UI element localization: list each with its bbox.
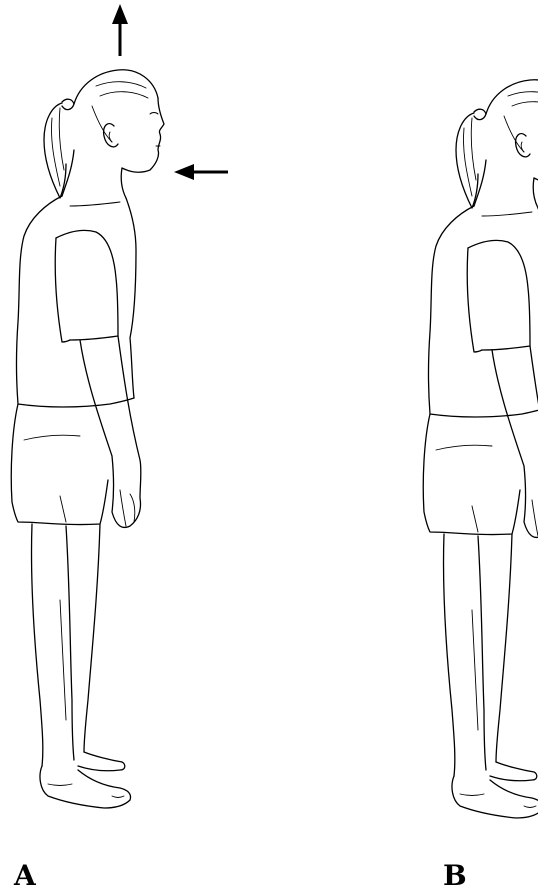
panel-label-a: A [14, 862, 36, 890]
figure-a-person [11, 70, 164, 808]
up-arrow-icon [112, 4, 128, 56]
panel-label-b: B [443, 862, 467, 890]
left-arrow-icon [174, 164, 228, 180]
figure-b-person [423, 80, 538, 818]
